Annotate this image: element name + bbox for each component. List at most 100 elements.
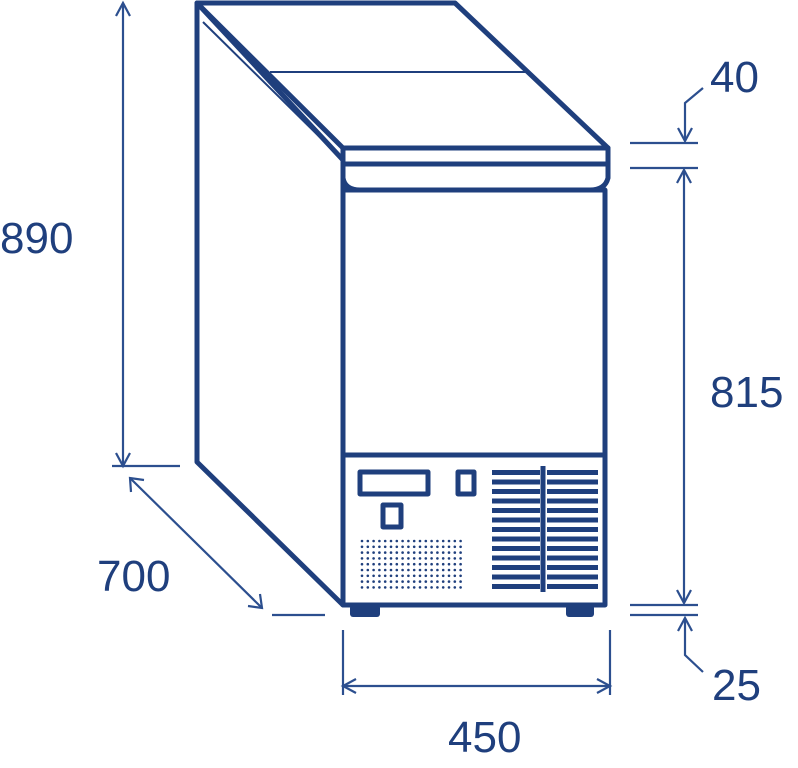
vent-slat bbox=[547, 498, 598, 504]
vent-slat bbox=[547, 546, 598, 551]
vent-dot bbox=[372, 568, 375, 572]
vent-dot bbox=[412, 551, 416, 554]
vent-dot bbox=[441, 539, 445, 543]
vent-dot bbox=[401, 586, 404, 589]
vent-dot bbox=[389, 551, 393, 554]
vent-dot bbox=[412, 539, 416, 543]
vent-slat bbox=[492, 527, 540, 532]
vent-slat bbox=[492, 584, 540, 589]
feet-height-label: 25 bbox=[712, 661, 761, 710]
vent-dot bbox=[424, 580, 428, 583]
vent-dot bbox=[412, 574, 416, 578]
vent-dot bbox=[383, 574, 387, 578]
vent-dot bbox=[418, 574, 422, 578]
vent-dot bbox=[378, 574, 381, 578]
vent-dot bbox=[418, 586, 422, 589]
vent-dot bbox=[412, 557, 416, 560]
vent-slat bbox=[547, 527, 598, 532]
vent-dot bbox=[372, 545, 375, 549]
vent-slat bbox=[492, 574, 540, 580]
vent-dot bbox=[430, 580, 433, 583]
vent-dot bbox=[418, 568, 422, 572]
vent-dot bbox=[418, 562, 422, 566]
vent-dot bbox=[436, 545, 439, 549]
vent-dot bbox=[401, 568, 404, 572]
vent-dot bbox=[441, 557, 445, 560]
foot-left bbox=[350, 605, 380, 617]
appliance-drawing bbox=[194, 0, 611, 617]
vent-dot bbox=[418, 557, 422, 560]
vent-dot bbox=[401, 551, 404, 554]
vent-slat bbox=[547, 584, 598, 589]
vent-dot bbox=[424, 568, 428, 572]
vent-slat bbox=[547, 574, 598, 580]
vent-slat bbox=[492, 517, 540, 523]
vent-dot bbox=[360, 545, 364, 549]
vent-dot bbox=[418, 580, 422, 583]
vent-dot bbox=[395, 574, 399, 578]
total-height-label: 890 bbox=[0, 214, 73, 263]
vent-dot bbox=[372, 551, 375, 554]
display-panel bbox=[357, 469, 431, 497]
vent-dot bbox=[395, 545, 399, 549]
vent-dot bbox=[459, 568, 462, 572]
vent-dot bbox=[412, 586, 416, 589]
arrowhead-icon bbox=[340, 678, 357, 694]
vent-slat bbox=[492, 546, 540, 551]
vent-dot bbox=[459, 562, 462, 566]
vent-dot bbox=[436, 586, 439, 589]
vent-dot bbox=[401, 557, 404, 560]
vent-dot bbox=[436, 539, 439, 543]
vent-dot bbox=[366, 545, 370, 549]
vent-dot bbox=[407, 562, 410, 566]
vent-dot bbox=[360, 586, 364, 589]
vent-dot bbox=[441, 562, 445, 566]
vent-dot bbox=[407, 557, 410, 560]
depth-dimension-line bbox=[129, 477, 263, 609]
vent-dot bbox=[378, 568, 381, 572]
vent-slat bbox=[492, 470, 540, 475]
arrowhead-icon bbox=[247, 593, 264, 610]
vent-dot bbox=[395, 551, 399, 554]
vent-dot bbox=[447, 545, 451, 549]
vent-dot bbox=[459, 586, 462, 589]
vent-dot bbox=[389, 580, 393, 583]
vent-dot bbox=[401, 562, 404, 566]
vent-dot bbox=[372, 557, 375, 560]
vent-dot bbox=[447, 586, 451, 589]
vent-dot bbox=[383, 562, 387, 566]
foot-right bbox=[566, 605, 594, 617]
vent-dot bbox=[360, 551, 364, 554]
control-button-icon bbox=[455, 469, 477, 497]
vent-dot bbox=[412, 545, 416, 549]
vent-dot bbox=[412, 580, 416, 583]
vent-dot bbox=[389, 545, 393, 549]
vent-dot bbox=[453, 551, 457, 554]
vent-dot bbox=[360, 557, 364, 560]
vent-dot bbox=[418, 545, 422, 549]
vent-dot bbox=[447, 568, 451, 572]
vent-dot bbox=[430, 586, 433, 589]
vent-dot bbox=[447, 557, 451, 560]
control-button-icon bbox=[380, 502, 404, 530]
vent-dot bbox=[453, 568, 457, 572]
vent-dot bbox=[447, 551, 451, 554]
vent-dot bbox=[383, 545, 387, 549]
vent-dot bbox=[424, 557, 428, 560]
vent-dot bbox=[436, 574, 439, 578]
vent-dot bbox=[424, 545, 428, 549]
vent-dot bbox=[453, 545, 457, 549]
vent-dot bbox=[395, 557, 399, 560]
vent-dot bbox=[430, 568, 433, 572]
vent-dot bbox=[366, 586, 370, 589]
vent-dot bbox=[412, 562, 416, 566]
vent-dot bbox=[389, 568, 393, 572]
vent-dot bbox=[378, 586, 381, 589]
vent-dot bbox=[459, 580, 462, 583]
vent-slat bbox=[492, 555, 540, 561]
vent-dot bbox=[378, 539, 381, 543]
vent-dot bbox=[430, 557, 433, 560]
arrowhead-icon bbox=[128, 476, 145, 493]
vent-dot bbox=[366, 568, 370, 572]
arrowhead-icon bbox=[596, 678, 613, 694]
